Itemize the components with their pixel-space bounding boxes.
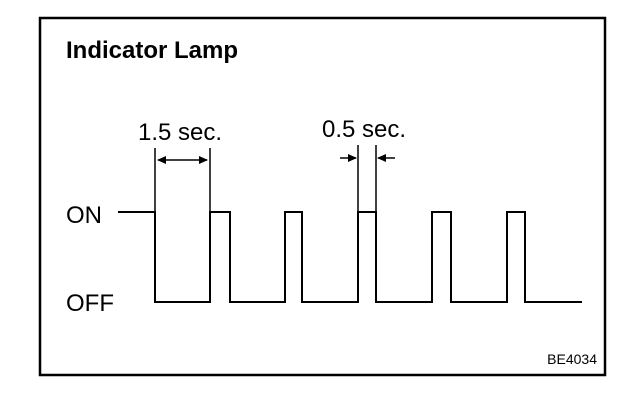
long-interval-label: 1.5 sec. <box>138 119 222 146</box>
short-interval-label: 0.5 sec. <box>322 116 406 143</box>
long-interval-dimension <box>154 148 211 212</box>
figure-code: BE4034 <box>547 351 597 367</box>
diagram-border <box>38 16 607 377</box>
indicator-waveform <box>118 211 582 303</box>
on-level-label: ON <box>66 202 102 229</box>
diagram-title: Indicator Lamp <box>66 37 238 64</box>
short-interval-dimension <box>340 145 395 212</box>
off-level-label: OFF <box>66 290 114 317</box>
